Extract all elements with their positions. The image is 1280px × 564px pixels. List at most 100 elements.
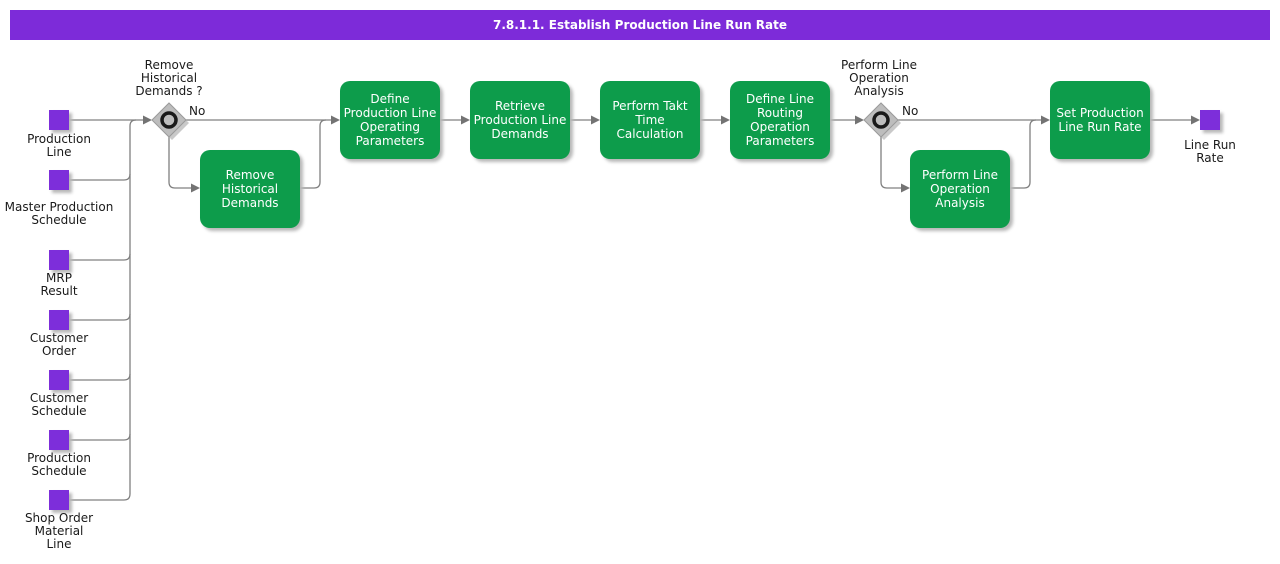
label-line: Schedule bbox=[31, 404, 87, 418]
input-label-production-line: Production Line bbox=[0, 133, 119, 159]
connector-line bbox=[880, 137, 901, 189]
label-line: Line bbox=[46, 145, 72, 159]
activity-label-line: Routing bbox=[756, 106, 803, 120]
activity-label-line: Operation bbox=[750, 120, 810, 134]
output-node-line-run-rate[interactable] bbox=[1200, 110, 1220, 130]
label-line: Line bbox=[46, 537, 72, 551]
activity-label-line: Operating bbox=[360, 120, 420, 134]
arrowhead bbox=[1041, 115, 1050, 125]
label-line: Order bbox=[41, 344, 77, 358]
label-line: Historical bbox=[140, 71, 198, 85]
connector-line bbox=[69, 373, 131, 381]
label-line: Production bbox=[27, 451, 91, 465]
label-line: Schedule bbox=[31, 213, 87, 227]
label-line: Rate bbox=[1196, 151, 1224, 165]
connector-line bbox=[69, 493, 131, 501]
activity-label-line: Remove bbox=[225, 168, 275, 182]
activity-define-line-routing-operation-parameters[interactable]: Define Line Routing Operation Parameters bbox=[730, 81, 830, 159]
label-line: Remove bbox=[144, 58, 194, 72]
activity-label-line: Perform Line bbox=[922, 168, 998, 182]
activity-label-line: Parameters bbox=[745, 134, 815, 148]
connector-line bbox=[300, 119, 327, 189]
input-label-customer-schedule: Customer Schedule bbox=[0, 392, 119, 418]
label-line: Shop Order bbox=[24, 511, 94, 525]
activity-label-line: Line Run Rate bbox=[1058, 120, 1142, 134]
activity-perform-takt-time-calculation[interactable]: Perform Takt Time Calculation bbox=[600, 81, 700, 159]
label-line: Result bbox=[40, 284, 78, 298]
label-line: Operation bbox=[849, 71, 909, 85]
decision-remove-historical-demands[interactable] bbox=[151, 102, 189, 140]
activity-label-line: Historical bbox=[221, 182, 279, 196]
activity-remove-historical-demands[interactable]: Remove Historical Demands bbox=[200, 150, 300, 228]
connector-line bbox=[69, 433, 131, 441]
activity-retrieve-production-line-demands[interactable]: Retrieve Production Line Demands bbox=[470, 81, 570, 159]
arrowhead bbox=[143, 115, 152, 125]
output-label-line-run-rate: Line Run Rate bbox=[1150, 139, 1270, 165]
activity-label-line: Demands bbox=[221, 196, 279, 210]
input-node-shop-order-material-line[interactable] bbox=[49, 490, 69, 510]
label-line: Material bbox=[34, 524, 84, 538]
input-node-production-schedule[interactable] bbox=[49, 430, 69, 450]
input-label-production-schedule: Production Schedule bbox=[0, 452, 119, 478]
activity-label-line: Define bbox=[370, 92, 410, 106]
decision-question-remove-historical-demands: Remove Historical Demands ? bbox=[109, 59, 229, 98]
input-node-master-production-schedule[interactable] bbox=[49, 170, 69, 190]
activity-label-line: Perform Takt bbox=[612, 99, 688, 113]
connector-line bbox=[69, 173, 131, 181]
activity-label-line: Production Line bbox=[473, 113, 567, 127]
arrowhead bbox=[901, 183, 910, 193]
activity-set-production-line-run-rate[interactable]: Set Production Line Run Rate bbox=[1050, 81, 1150, 159]
activity-label-line: Analysis bbox=[935, 196, 985, 210]
label-line: Customer bbox=[29, 391, 89, 405]
input-node-mrp-result[interactable] bbox=[49, 250, 69, 270]
arrowhead bbox=[855, 115, 864, 125]
arrowhead bbox=[1191, 115, 1200, 125]
activity-label-line: Parameters bbox=[355, 134, 425, 148]
input-label-master-production-schedule: Master Production Schedule bbox=[0, 201, 119, 227]
connector-line bbox=[129, 119, 137, 494]
page-title: 7.8.1.1. Establish Production Line Run R… bbox=[492, 18, 788, 32]
input-label-mrp-result: MRP Result bbox=[0, 272, 119, 298]
decision-question-perform-line-operation-analysis: Perform Line Operation Analysis bbox=[819, 59, 939, 98]
branch-no-label-2: No bbox=[902, 104, 919, 118]
activity-label-line: Operation bbox=[930, 182, 990, 196]
activity-label-line: Production Line bbox=[343, 106, 437, 120]
label-line: Perform Line bbox=[841, 58, 917, 72]
activity-define-production-line-operating-parameters[interactable]: Define Production Line Operating Paramet… bbox=[340, 81, 440, 159]
activity-label-line: Define Line bbox=[746, 92, 814, 106]
label-line: Customer bbox=[29, 331, 89, 345]
label-line: Analysis bbox=[854, 84, 904, 98]
activity-label-line: Time Calculation bbox=[616, 113, 684, 141]
label-line: Master Production bbox=[4, 200, 114, 214]
branch-no-label-1: No bbox=[189, 104, 206, 118]
connector-line bbox=[1010, 119, 1037, 189]
label-line: Demands ? bbox=[135, 84, 203, 98]
activity-perform-line-operation-analysis[interactable]: Perform Line Operation Analysis bbox=[910, 150, 1010, 228]
input-node-production-line[interactable] bbox=[49, 110, 69, 130]
diamond-shape bbox=[863, 102, 899, 138]
input-node-customer-order[interactable] bbox=[49, 310, 69, 330]
connector-line bbox=[69, 253, 131, 261]
title-bar: 7.8.1.1. Establish Production Line Run R… bbox=[10, 10, 1270, 40]
arrowhead bbox=[331, 115, 340, 125]
arrowhead bbox=[721, 115, 730, 125]
arrowhead bbox=[461, 115, 470, 125]
activity-label-line: Set Production bbox=[1056, 106, 1144, 120]
label-line: Schedule bbox=[31, 464, 87, 478]
label-line: Line Run bbox=[1184, 138, 1236, 152]
activity-label-line: Demands bbox=[491, 127, 549, 141]
input-node-customer-schedule[interactable] bbox=[49, 370, 69, 390]
decision-ring-icon bbox=[160, 111, 178, 129]
arrowhead bbox=[191, 183, 200, 193]
label-line: MRP bbox=[46, 271, 72, 285]
arrowhead bbox=[591, 115, 600, 125]
input-label-shop-order-material-line: Shop Order Material Line bbox=[0, 512, 119, 551]
diamond-shape bbox=[151, 102, 187, 138]
input-label-customer-order: Customer Order bbox=[0, 332, 119, 358]
decision-ring-icon bbox=[872, 111, 890, 129]
connector-line bbox=[168, 137, 191, 189]
decision-perform-line-operation-analysis[interactable] bbox=[863, 102, 901, 140]
activity-label-line: Retrieve bbox=[494, 99, 546, 113]
